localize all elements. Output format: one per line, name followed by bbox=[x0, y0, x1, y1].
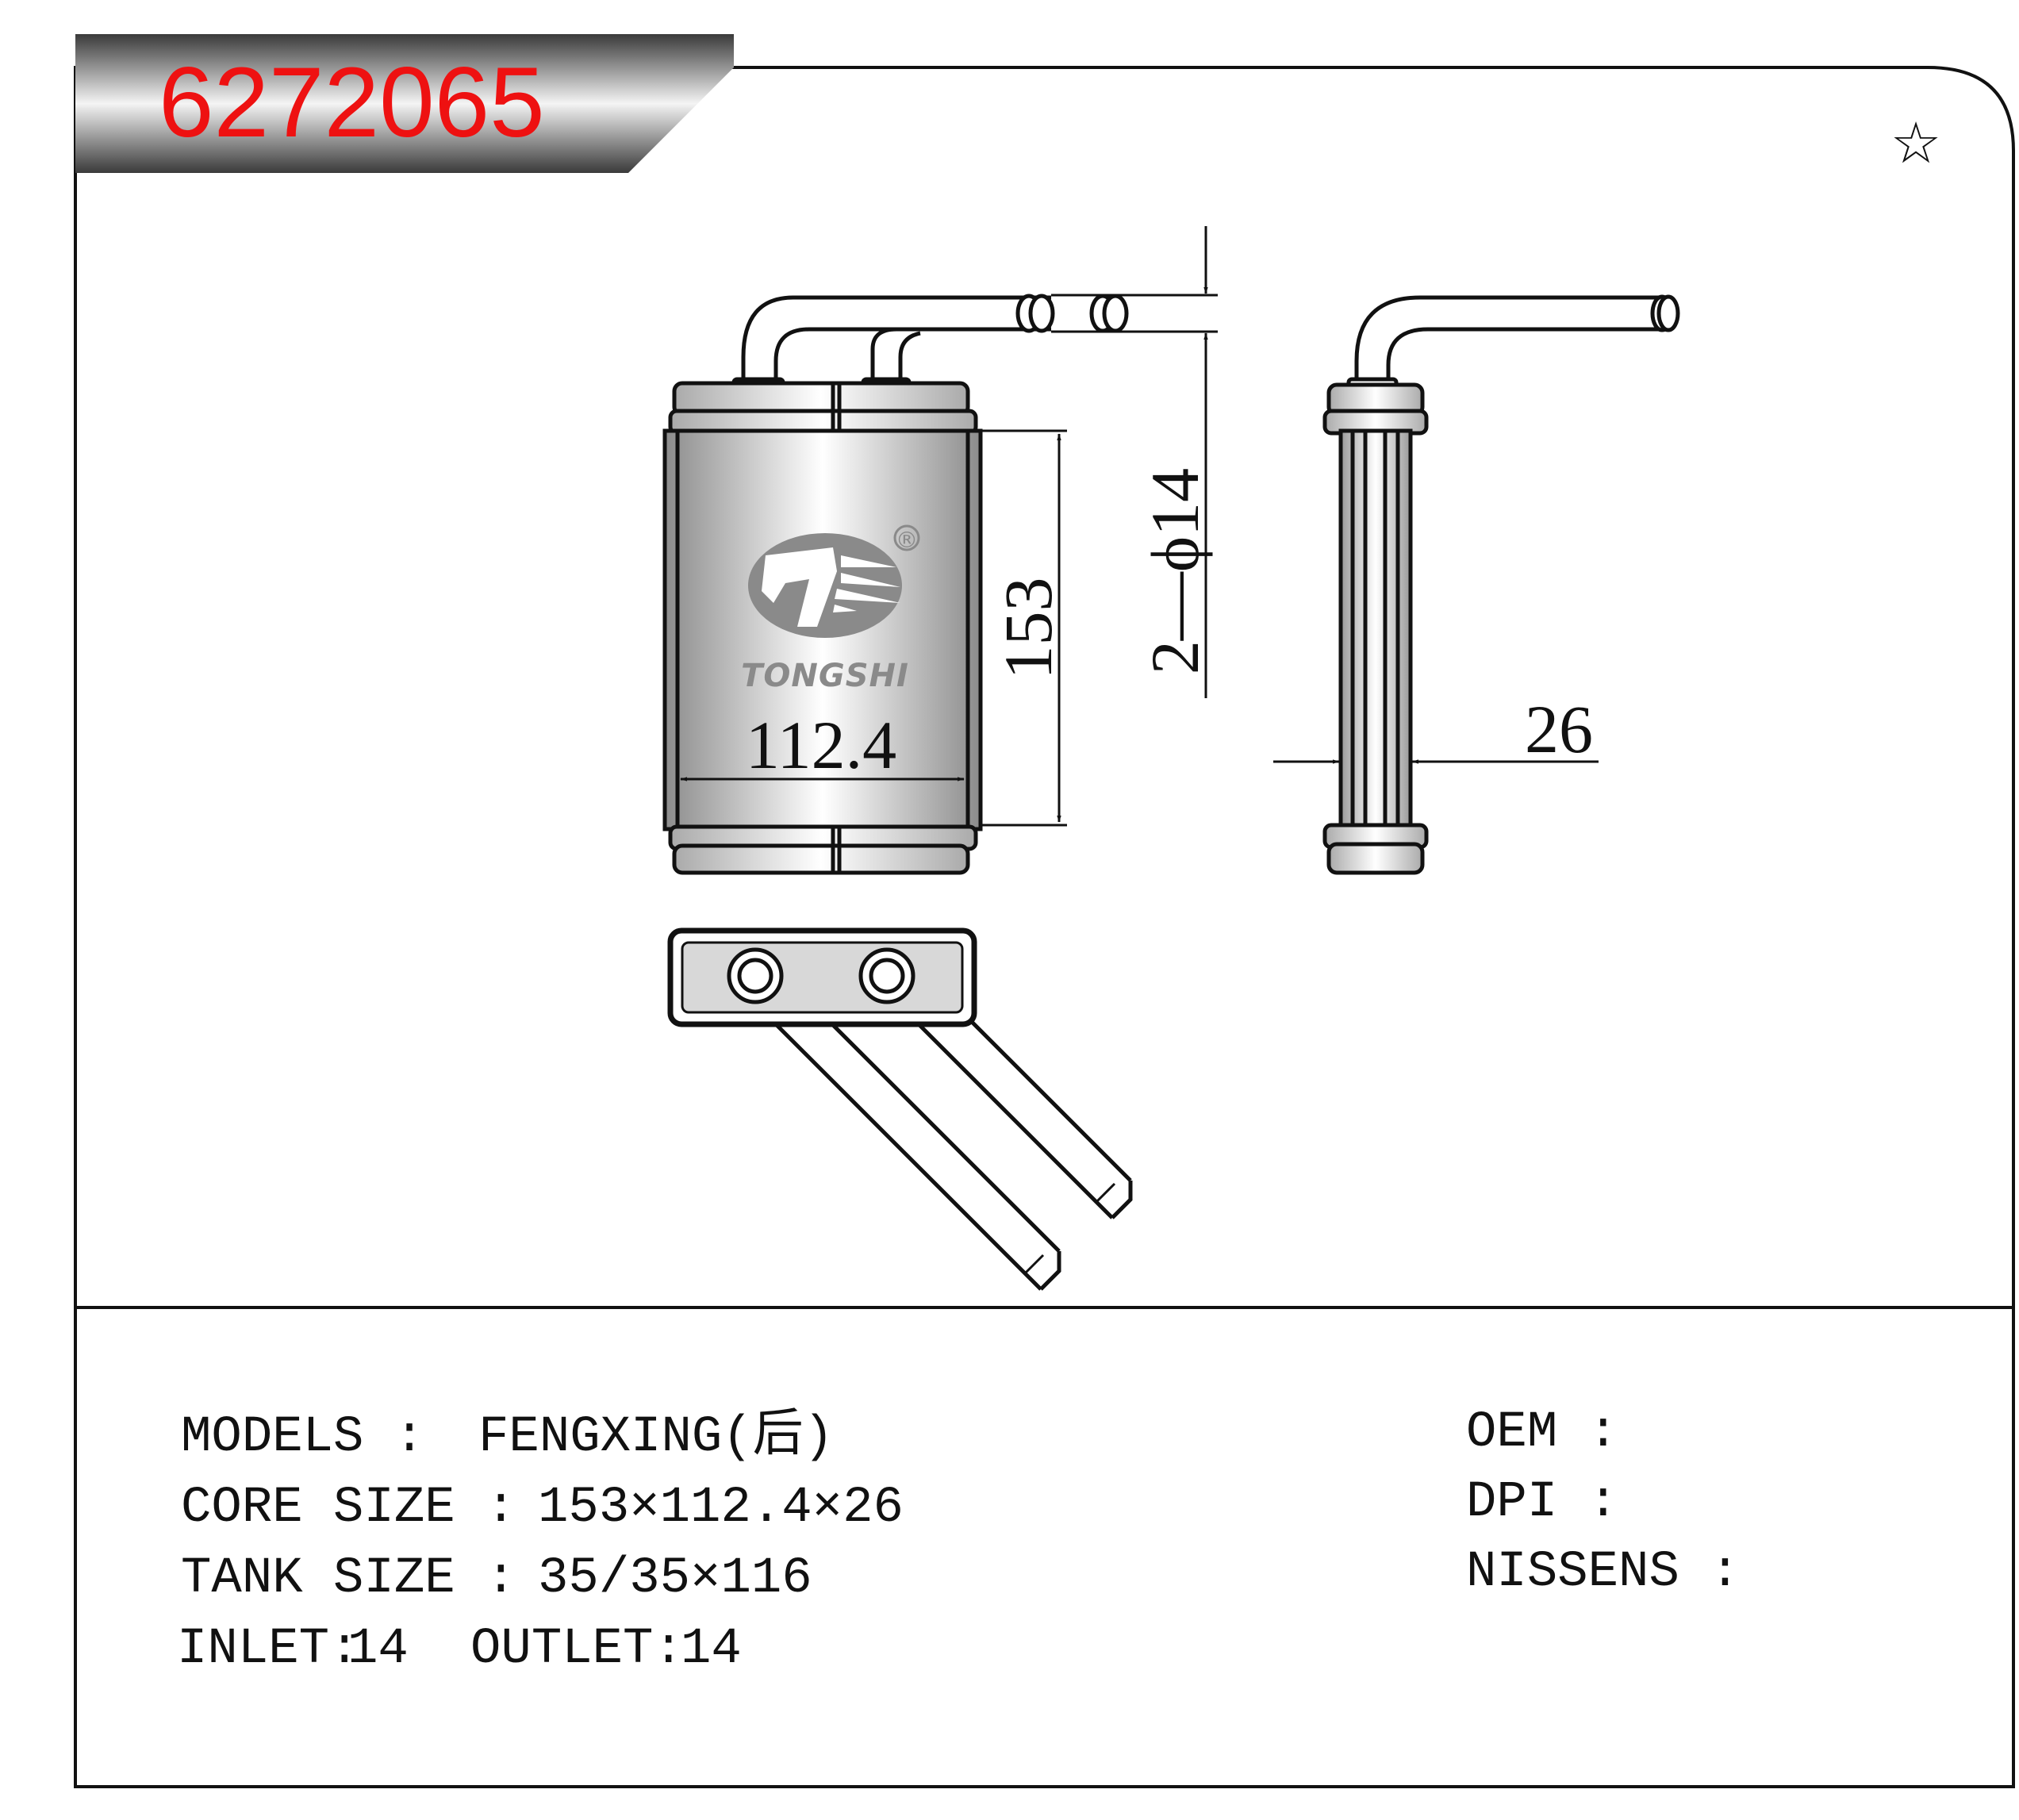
star-icon: ☆ bbox=[1890, 109, 1942, 176]
outer-frame bbox=[74, 66, 2015, 1788]
dimension-width: 112.4 bbox=[680, 707, 965, 783]
dimension-height: 153 bbox=[981, 429, 1067, 827]
part-number: 6272065 bbox=[159, 48, 545, 158]
part-number-banner bbox=[75, 34, 734, 173]
models-value: FENGXING(后) bbox=[478, 1407, 834, 1466]
brand-logo: ® TONGSHI bbox=[741, 524, 920, 694]
core-size-value: 153×112.4×26 bbox=[538, 1480, 904, 1537]
dimension-pipe: 2—ϕ14 bbox=[1051, 226, 1218, 698]
specs-block: MODELS : FENGXING(后) CORE SIZE : 153×112… bbox=[177, 1404, 1741, 1678]
dimension-thickness: 26 bbox=[1273, 691, 1599, 767]
core-size-label: CORE SIZE : bbox=[181, 1480, 516, 1537]
registered-mark-icon bbox=[893, 524, 920, 551]
nissens-label: NISSENS : bbox=[1466, 1544, 1741, 1601]
dimension-thickness-label: 26 bbox=[1525, 691, 1593, 767]
models-label: MODELS : bbox=[181, 1409, 424, 1466]
registered-mark: ® bbox=[896, 527, 918, 553]
inlet-label: INLET: bbox=[177, 1621, 359, 1678]
tank-size-label: TANK SIZE : bbox=[181, 1550, 516, 1607]
top-view bbox=[667, 927, 1133, 1291]
dpi-label: DPI : bbox=[1466, 1474, 1618, 1531]
front-view bbox=[662, 294, 1129, 875]
outlet-value: 14 bbox=[681, 1621, 742, 1678]
dimension-height-label: 153 bbox=[990, 578, 1066, 680]
side-view bbox=[1322, 294, 1680, 875]
brand-name: TONGSHI bbox=[741, 658, 909, 694]
outlet-label: OUTLET: bbox=[470, 1621, 684, 1678]
dimension-width-label: 112.4 bbox=[746, 707, 896, 783]
dimension-pipe-label: 2—ϕ14 bbox=[1137, 468, 1213, 674]
inlet-value: 14 bbox=[347, 1621, 409, 1678]
tank-size-value: 35/35×116 bbox=[538, 1550, 812, 1607]
oem-label: OEM : bbox=[1466, 1404, 1618, 1461]
